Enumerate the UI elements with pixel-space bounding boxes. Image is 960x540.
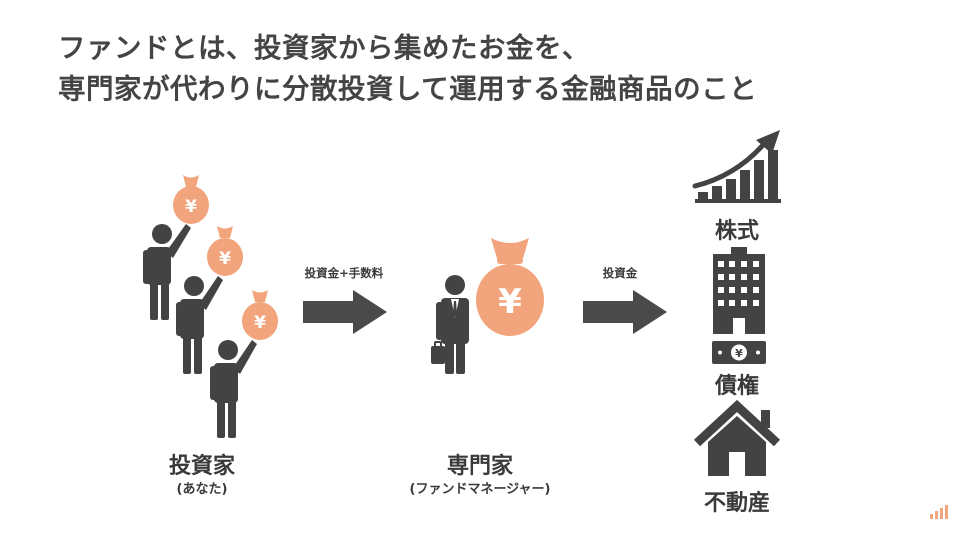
asset-label-real-estate: 不動産: [703, 491, 770, 516]
arrow-right-icon: [303, 290, 387, 334]
investor-label: 投資家: [168, 454, 235, 479]
house-icon: [693, 399, 781, 476]
manager-label: 専門家: [446, 454, 513, 479]
money-bag-icon: ¥: [173, 175, 209, 224]
investor-figure-icon: [143, 224, 191, 320]
money-bag-large-symbol: ¥: [498, 282, 522, 322]
banknote-icon: ¥: [712, 341, 766, 364]
investor-sublabel: (あなた): [176, 482, 228, 497]
money-bag-large-icon: ¥: [476, 238, 544, 336]
asset-label-bonds: 債権: [714, 374, 759, 399]
arrow-investment-label: 投資金: [602, 266, 638, 280]
page-title: ファンドとは、投資家から集めたお金を、 専門家が代わりに分散投資して運用する金融…: [58, 28, 757, 110]
banknote-symbol: ¥: [735, 347, 743, 360]
brand-logo-icon: [930, 505, 948, 519]
investor-figure-icon: [176, 276, 223, 374]
investors-group: ¥ ¥ ¥: [143, 175, 278, 438]
money-bag-symbol: ¥: [185, 197, 197, 217]
money-bag-icon: ¥: [242, 290, 278, 340]
investor-figure-icon: [210, 340, 257, 438]
title-line-2: 専門家が代わりに分散投資して運用する金融商品のこと: [58, 73, 758, 105]
building-icon: [713, 247, 765, 334]
title-line-1: ファンドとは、投資家から集めたお金を、: [58, 32, 590, 64]
money-bag-icon: ¥: [207, 226, 243, 276]
asset-label-stocks: 株式: [714, 219, 759, 244]
fund-manager-figure-icon: [431, 275, 469, 374]
money-bag-symbol: ¥: [219, 249, 231, 269]
stock-chart-icon: [692, 130, 781, 203]
manager-sublabel: (ファンドマネージャー): [409, 482, 551, 497]
arrow-right-icon: [583, 290, 667, 334]
money-bag-symbol: ¥: [254, 313, 266, 333]
arrow-investment-fee-label: 投資金+手数料: [304, 266, 384, 280]
